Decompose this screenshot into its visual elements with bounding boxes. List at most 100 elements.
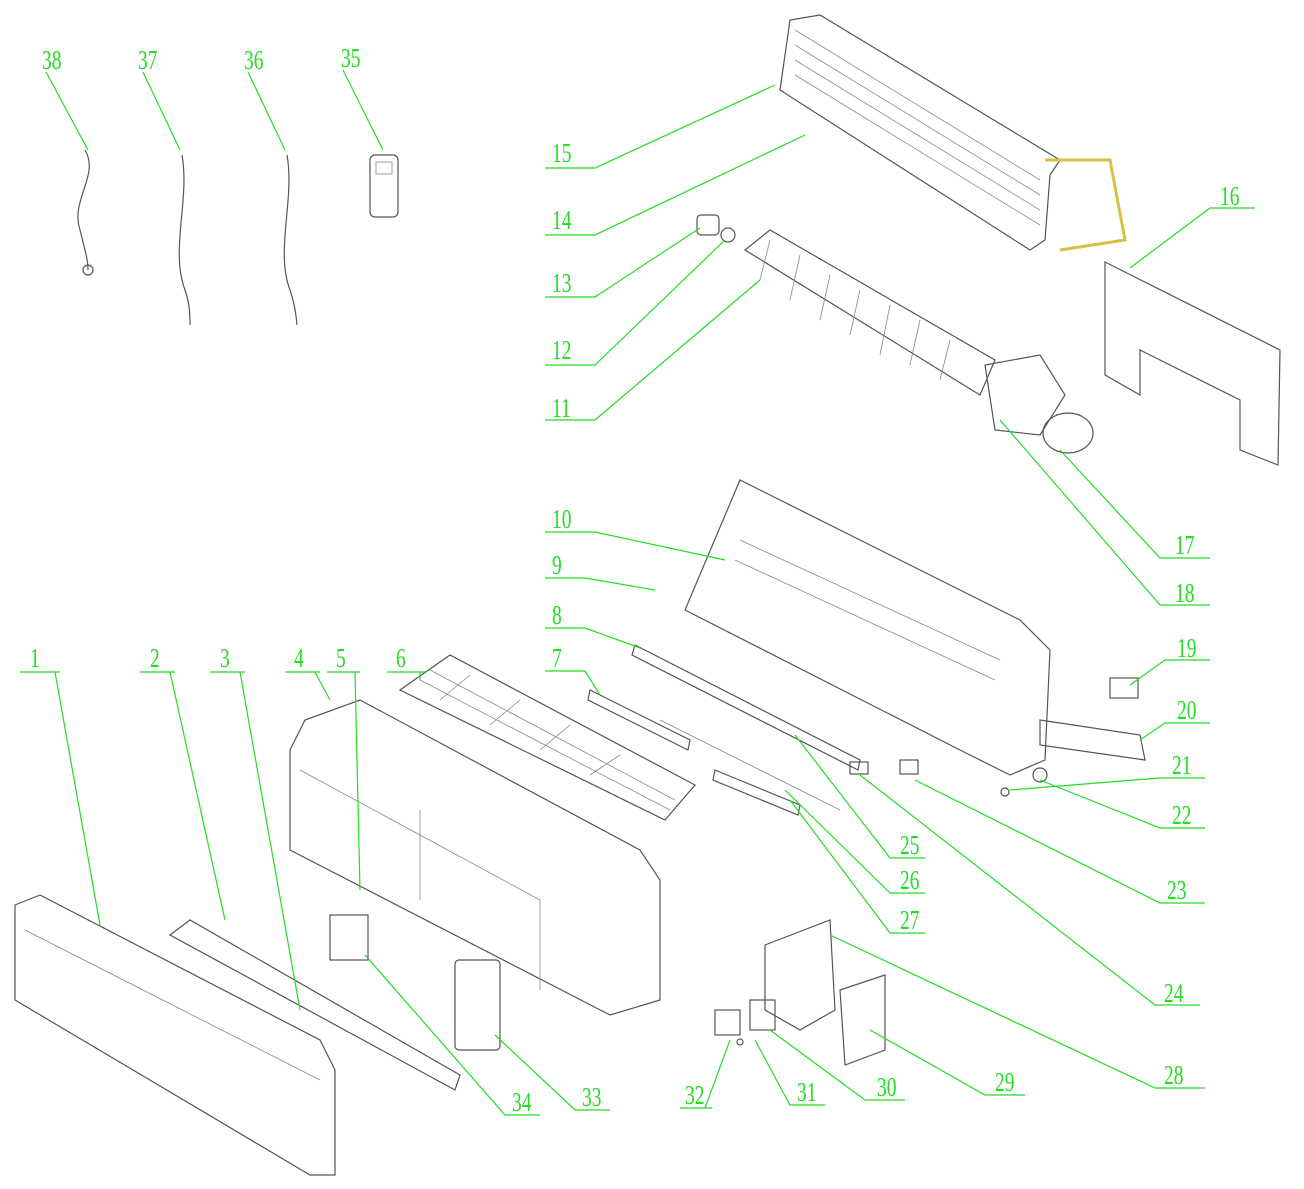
leader-line-26 xyxy=(784,789,925,894)
callout-label-19: 19 xyxy=(1177,633,1197,663)
callout-label-12: 12 xyxy=(552,335,572,365)
leader-line-7 xyxy=(545,670,601,696)
leader-line-9 xyxy=(545,577,656,591)
leader-line-36 xyxy=(247,71,286,151)
callout-label-1: 1 xyxy=(30,643,40,673)
cable-38-plug xyxy=(82,264,94,276)
leader-line-19 xyxy=(1129,659,1210,686)
evaporator-coil xyxy=(779,14,1127,252)
leader-line-6 xyxy=(387,671,425,680)
callout-label-34: 34 xyxy=(512,1087,532,1117)
leader-line-35 xyxy=(342,69,384,151)
callout-label-23: 23 xyxy=(1167,875,1187,905)
callout-label-16: 16 xyxy=(1220,181,1240,211)
callout-label-10: 10 xyxy=(552,504,572,534)
part-19 xyxy=(1109,677,1139,699)
cable-37 xyxy=(178,154,191,326)
louver-motor-7 xyxy=(587,689,691,751)
cover-33 xyxy=(454,959,501,1051)
front-panel xyxy=(14,894,336,1176)
callout-label-4: 4 xyxy=(294,643,304,673)
part-22 xyxy=(1032,767,1048,783)
callout-label-36: 36 xyxy=(244,45,264,75)
leader-line-22 xyxy=(1039,779,1205,829)
callout-label-32: 32 xyxy=(685,1080,705,1110)
cross-flow-fan xyxy=(743,229,996,396)
callout-label-7: 7 xyxy=(552,643,562,673)
callout-label-22: 22 xyxy=(1172,800,1192,830)
leader-line-29 xyxy=(869,1029,1025,1096)
leader-line-3 xyxy=(210,671,301,1011)
bearing-12 xyxy=(720,227,736,243)
part-34 xyxy=(329,914,369,961)
callout-label-11: 11 xyxy=(552,393,571,423)
callout-label-14: 14 xyxy=(552,205,572,235)
callout-label-18: 18 xyxy=(1175,578,1195,608)
leader-line-12 xyxy=(545,239,726,366)
callout-label-5: 5 xyxy=(336,643,346,673)
callout-label-9: 9 xyxy=(552,550,562,580)
fan-motor xyxy=(1042,412,1094,454)
callout-label-27: 27 xyxy=(900,905,920,935)
callout-label-2: 2 xyxy=(150,643,160,673)
leader-line-27 xyxy=(789,799,925,934)
leader-line-32 xyxy=(680,1039,731,1109)
bearing-holder-13 xyxy=(696,214,720,236)
leader-line-20 xyxy=(1139,722,1210,741)
front-frame xyxy=(289,699,661,1016)
leader-line-8 xyxy=(545,627,641,649)
callout-label-25: 25 xyxy=(900,830,920,860)
pcb-29 xyxy=(839,974,886,1066)
louver-link-8 xyxy=(631,644,861,771)
leader-line-16 xyxy=(1129,207,1255,269)
leader-line-1 xyxy=(20,671,101,926)
callout-label-26: 26 xyxy=(900,865,920,895)
leader-line-37 xyxy=(142,71,181,151)
leader-line-30 xyxy=(769,1029,905,1101)
callout-label-35: 35 xyxy=(341,43,361,73)
motor-holder xyxy=(984,354,1066,436)
callout-label-38: 38 xyxy=(42,45,62,75)
screw-32 xyxy=(736,1038,744,1046)
leader-line-24 xyxy=(859,774,1200,1006)
mounting-plate xyxy=(1104,261,1281,466)
leader-line-4 xyxy=(285,671,331,701)
callout-label-33: 33 xyxy=(582,1082,602,1112)
cable-36 xyxy=(283,154,298,326)
callout-label-28: 28 xyxy=(1164,1060,1184,1090)
leader-line-34 xyxy=(364,954,540,1116)
leader-line-10 xyxy=(545,531,726,561)
leader-line-31 xyxy=(754,1039,825,1106)
leader-line-18 xyxy=(999,419,1210,606)
leader-line-2 xyxy=(140,671,226,921)
part-21 xyxy=(1000,787,1010,797)
leader-line-13 xyxy=(545,227,701,298)
leader-line-5 xyxy=(327,671,361,891)
leader-line-33 xyxy=(494,1034,610,1111)
callout-label-30: 30 xyxy=(877,1072,897,1102)
callout-label-8: 8 xyxy=(552,600,562,630)
callout-label-6: 6 xyxy=(396,643,406,673)
callout-label-21: 21 xyxy=(1172,750,1192,780)
filter xyxy=(398,654,696,821)
leader-line-21 xyxy=(1009,777,1205,791)
callout-label-37: 37 xyxy=(138,45,158,75)
callout-label-20: 20 xyxy=(1177,695,1197,725)
callout-label-24: 24 xyxy=(1164,978,1184,1008)
chassis xyxy=(684,479,1051,776)
electric-box xyxy=(764,919,836,1031)
terminal-31 xyxy=(714,1009,741,1036)
cable-38 xyxy=(77,149,90,271)
callout-label-13: 13 xyxy=(552,268,572,298)
leader-line-11 xyxy=(545,279,761,421)
leader-line-23 xyxy=(914,779,1205,904)
part-30 xyxy=(749,999,776,1031)
leader-line-25 xyxy=(794,734,925,859)
callout-label-15: 15 xyxy=(552,138,572,168)
drain-hose xyxy=(1039,719,1146,761)
callout-label-3: 3 xyxy=(220,643,230,673)
leader-line-17 xyxy=(1059,449,1210,559)
leader-line-28 xyxy=(829,934,1205,1089)
